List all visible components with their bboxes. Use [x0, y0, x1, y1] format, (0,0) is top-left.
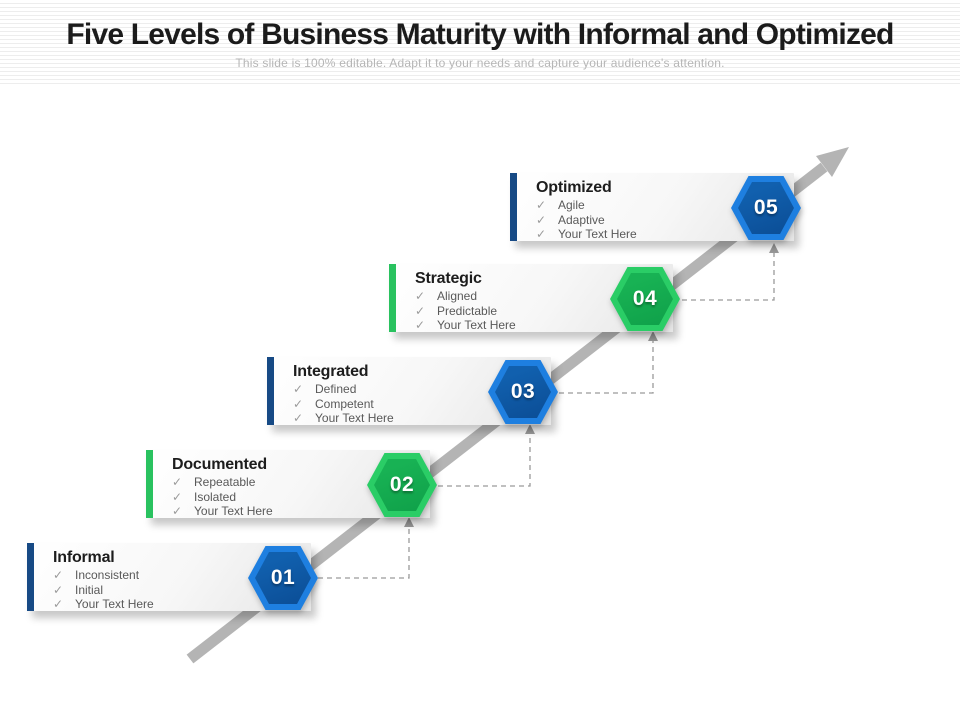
level-title: Strategic [415, 270, 482, 287]
slide-title: Five Levels of Business Maturity with In… [66, 18, 894, 51]
check-label: Your Text Here [315, 411, 394, 425]
level-title: Integrated [293, 363, 369, 380]
level-card-content: Strategic ✓ Aligned ✓ Predictable ✓ Your Text… [415, 270, 669, 333]
check-item: ✓ Adaptive [536, 213, 790, 228]
check-icon: ✓ [53, 597, 64, 611]
check-icon: ✓ [415, 289, 426, 303]
level-accent-bar [389, 264, 396, 332]
level-hexagon: 05 [731, 176, 801, 240]
check-item: ✓ Predictable [415, 304, 669, 319]
maturity-level: Optimized ✓ Agile ✓ Adaptive ✓ Your Text Here… [510, 173, 801, 242]
level-card-content: Informal ✓ Inconsistent ✓ Initial ✓ Your Text… [53, 549, 307, 612]
level-card-content: Documented ✓ Repeatable ✓ Isolated ✓ Your Tex… [172, 456, 426, 519]
check-label: Inconsistent [75, 568, 140, 582]
check-icon: ✓ [172, 475, 183, 489]
check-label: Isolated [194, 489, 237, 504]
check-label: Defined [315, 382, 357, 396]
check-icon: ✓ [536, 198, 547, 212]
connector-4-5-arrow-icon [769, 243, 779, 253]
check-icon: ✓ [415, 318, 426, 332]
connector-3-4 [559, 341, 654, 394]
check-item: ✓ Your Text Here [293, 411, 547, 426]
check-label: Your Text Here [75, 597, 154, 611]
check-label: Predictable [437, 303, 498, 318]
check-label: Initial [75, 582, 104, 597]
maturity-level: Strategic ✓ Aligned ✓ Predictable ✓ Your Text… [389, 264, 680, 333]
check-item: ✓ Aligned [415, 289, 669, 304]
check-item: ✓ Your Text Here [415, 318, 669, 333]
level-accent-bar [27, 543, 34, 611]
level-number: 05 [753, 196, 779, 219]
maturity-level: Documented ✓ Repeatable ✓ Isolated ✓ Your Tex… [146, 450, 437, 519]
level-card-content: Integrated ✓ Defined ✓ Competent ✓ Your Text … [293, 363, 547, 426]
check-label: Competent [315, 396, 374, 411]
maturity-level: Informal ✓ Inconsistent ✓ Initial ✓ Your Text… [27, 543, 318, 612]
check-item: ✓ Agile [536, 198, 790, 213]
check-icon: ✓ [53, 582, 64, 597]
check-item: ✓ Your Text Here [536, 227, 790, 242]
check-item: ✓ Defined [293, 382, 547, 397]
connector-2-3-arrow-icon [525, 424, 535, 434]
level-hexagon: 02 [367, 453, 437, 517]
check-icon: ✓ [293, 411, 304, 425]
check-label: Adaptive [558, 212, 605, 227]
check-item: ✓ Your Text Here [172, 504, 426, 519]
connector-3-4-arrow-icon [648, 331, 658, 341]
check-icon: ✓ [293, 396, 304, 411]
check-item: ✓ Initial [53, 583, 307, 598]
check-label: Your Text Here [194, 504, 273, 518]
check-icon: ✓ [536, 227, 547, 241]
connector-4-5 [682, 253, 775, 301]
level-items: ✓ Aligned ✓ Predictable ✓ Your Text Here [415, 289, 669, 333]
check-item: ✓ Inconsistent [53, 568, 307, 583]
level-accent-bar [146, 450, 153, 518]
growth-arrow-head-icon [816, 147, 849, 177]
level-number: 04 [632, 287, 658, 310]
level-number: 02 [389, 473, 415, 496]
check-item: ✓ Isolated [172, 490, 426, 505]
check-icon: ✓ [172, 504, 183, 518]
check-icon: ✓ [53, 568, 64, 582]
check-label: Your Text Here [558, 227, 637, 241]
check-item: ✓ Repeatable [172, 475, 426, 490]
slide-header: Five Levels of Business Maturity with In… [0, 0, 960, 84]
hexagon-inner [374, 459, 430, 511]
maturity-level: Integrated ✓ Defined ✓ Competent ✓ Your Text … [267, 357, 558, 426]
level-card-content: Optimized ✓ Agile ✓ Adaptive ✓ Your Text Here [536, 179, 790, 242]
check-icon: ✓ [293, 382, 304, 396]
level-number: 03 [510, 380, 536, 403]
check-label: Repeatable [194, 475, 256, 489]
level-items: ✓ Agile ✓ Adaptive ✓ Your Text Here [536, 198, 790, 242]
check-icon: ✓ [172, 489, 183, 504]
check-label: Aligned [437, 289, 478, 303]
connector-2-3 [438, 434, 531, 487]
check-icon: ✓ [536, 212, 547, 227]
connector-1-2 [318, 527, 410, 579]
level-title: Informal [53, 549, 115, 566]
level-title: Documented [172, 456, 267, 473]
level-accent-bar [267, 357, 274, 425]
level-items: ✓ Defined ✓ Competent ✓ Your Text Here [293, 382, 547, 426]
check-label: Your Text Here [437, 318, 516, 332]
level-accent-bar [510, 173, 517, 241]
check-label: Agile [558, 198, 585, 212]
level-number: 01 [270, 566, 296, 589]
check-item: ✓ Competent [293, 397, 547, 412]
level-title: Optimized [536, 179, 612, 196]
check-icon: ✓ [415, 303, 426, 318]
level-hexagon: 01 [248, 546, 318, 610]
level-hexagon: 03 [488, 360, 558, 424]
connector-1-2-arrow-icon [404, 517, 414, 527]
level-hexagon: 04 [610, 267, 680, 331]
slide-subtitle: This slide is 100% editable. Adapt it to… [235, 56, 725, 70]
level-items: ✓ Inconsistent ✓ Initial ✓ Your Text Here [53, 568, 307, 612]
check-item: ✓ Your Text Here [53, 597, 307, 612]
hexagon-inner [255, 552, 311, 604]
level-items: ✓ Repeatable ✓ Isolated ✓ Your Text Here [172, 475, 426, 519]
